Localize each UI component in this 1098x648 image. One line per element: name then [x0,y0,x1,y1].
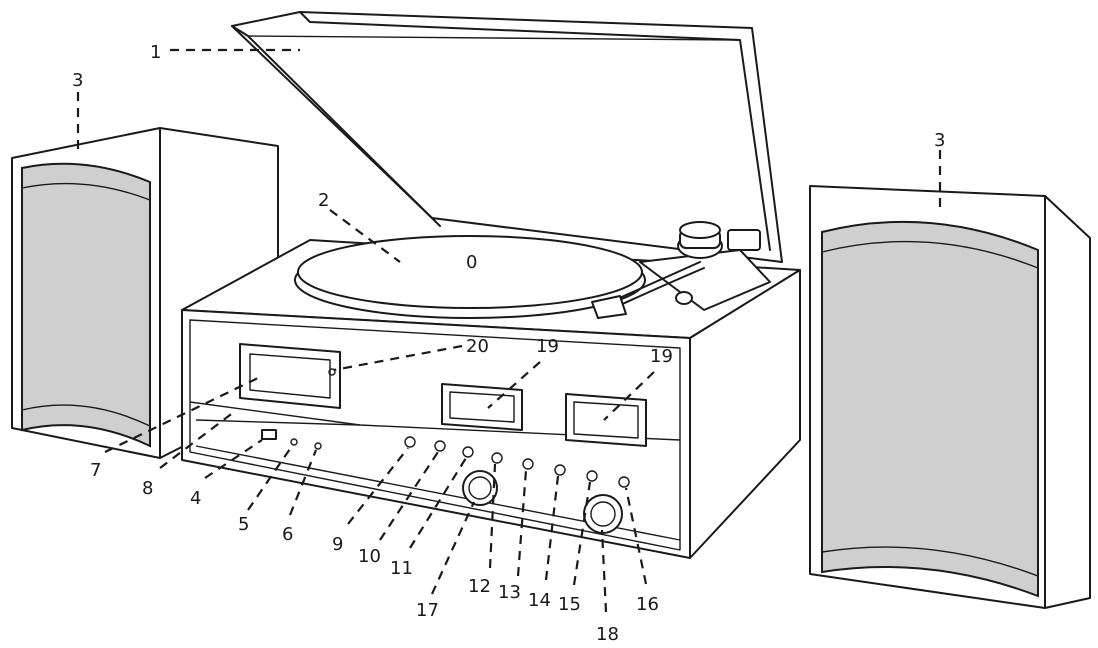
button-10 [434,440,446,452]
volume-knob [462,470,498,506]
callout-8: 8 [142,478,153,499]
cassette-door [239,343,341,409]
button-9 [404,436,416,448]
aux-in-jack [314,442,322,450]
callout-6: 6 [282,524,293,545]
callout-labels: 1 2 3 3 4 5 6 7 8 9 10 11 12 13 14 15 16… [72,42,945,645]
callout-19-right: 19 [650,346,673,367]
display-window-right [565,393,647,447]
callout-9: 9 [332,534,343,555]
callout-4: 4 [190,488,201,509]
callout-11: 11 [390,558,413,579]
button-15 [586,470,598,482]
callout-10: 10 [358,546,381,567]
callout-14: 14 [528,590,551,611]
tuning-knob [583,494,623,534]
callout-3-right: 3 [934,130,945,151]
callout-1: 1 [150,42,161,63]
callout-15: 15 [558,594,581,615]
button-14 [554,464,566,476]
callout-13: 13 [498,582,521,603]
leader-lines [76,48,942,613]
callout-12: 12 [468,576,491,597]
callout-2: 2 [318,190,329,211]
callout-18: 18 [596,624,619,645]
tonearm-assembly [591,221,771,319]
headphone-jack [290,438,298,446]
front-panel [239,343,647,534]
callout-16: 16 [636,594,659,615]
left-speaker-grille [21,162,151,448]
platter: 0 [294,235,646,319]
callout-5: 5 [238,514,249,535]
callout-19-left: 19 [536,336,559,357]
display-window-left [441,383,523,431]
callout-7: 7 [90,460,101,481]
right-speaker-grille [821,220,1039,598]
right-speaker [809,185,1091,609]
button-12 [491,452,503,464]
callout-17: 17 [416,600,439,621]
button-11 [462,446,474,458]
button-16 [618,476,630,488]
platter-spindle-mark: 0 [466,252,477,273]
usb-port [261,429,277,440]
callout-20: 20 [466,336,489,357]
callout-3-left: 3 [72,70,83,91]
button-13 [522,458,534,470]
dust-cover [231,11,783,263]
